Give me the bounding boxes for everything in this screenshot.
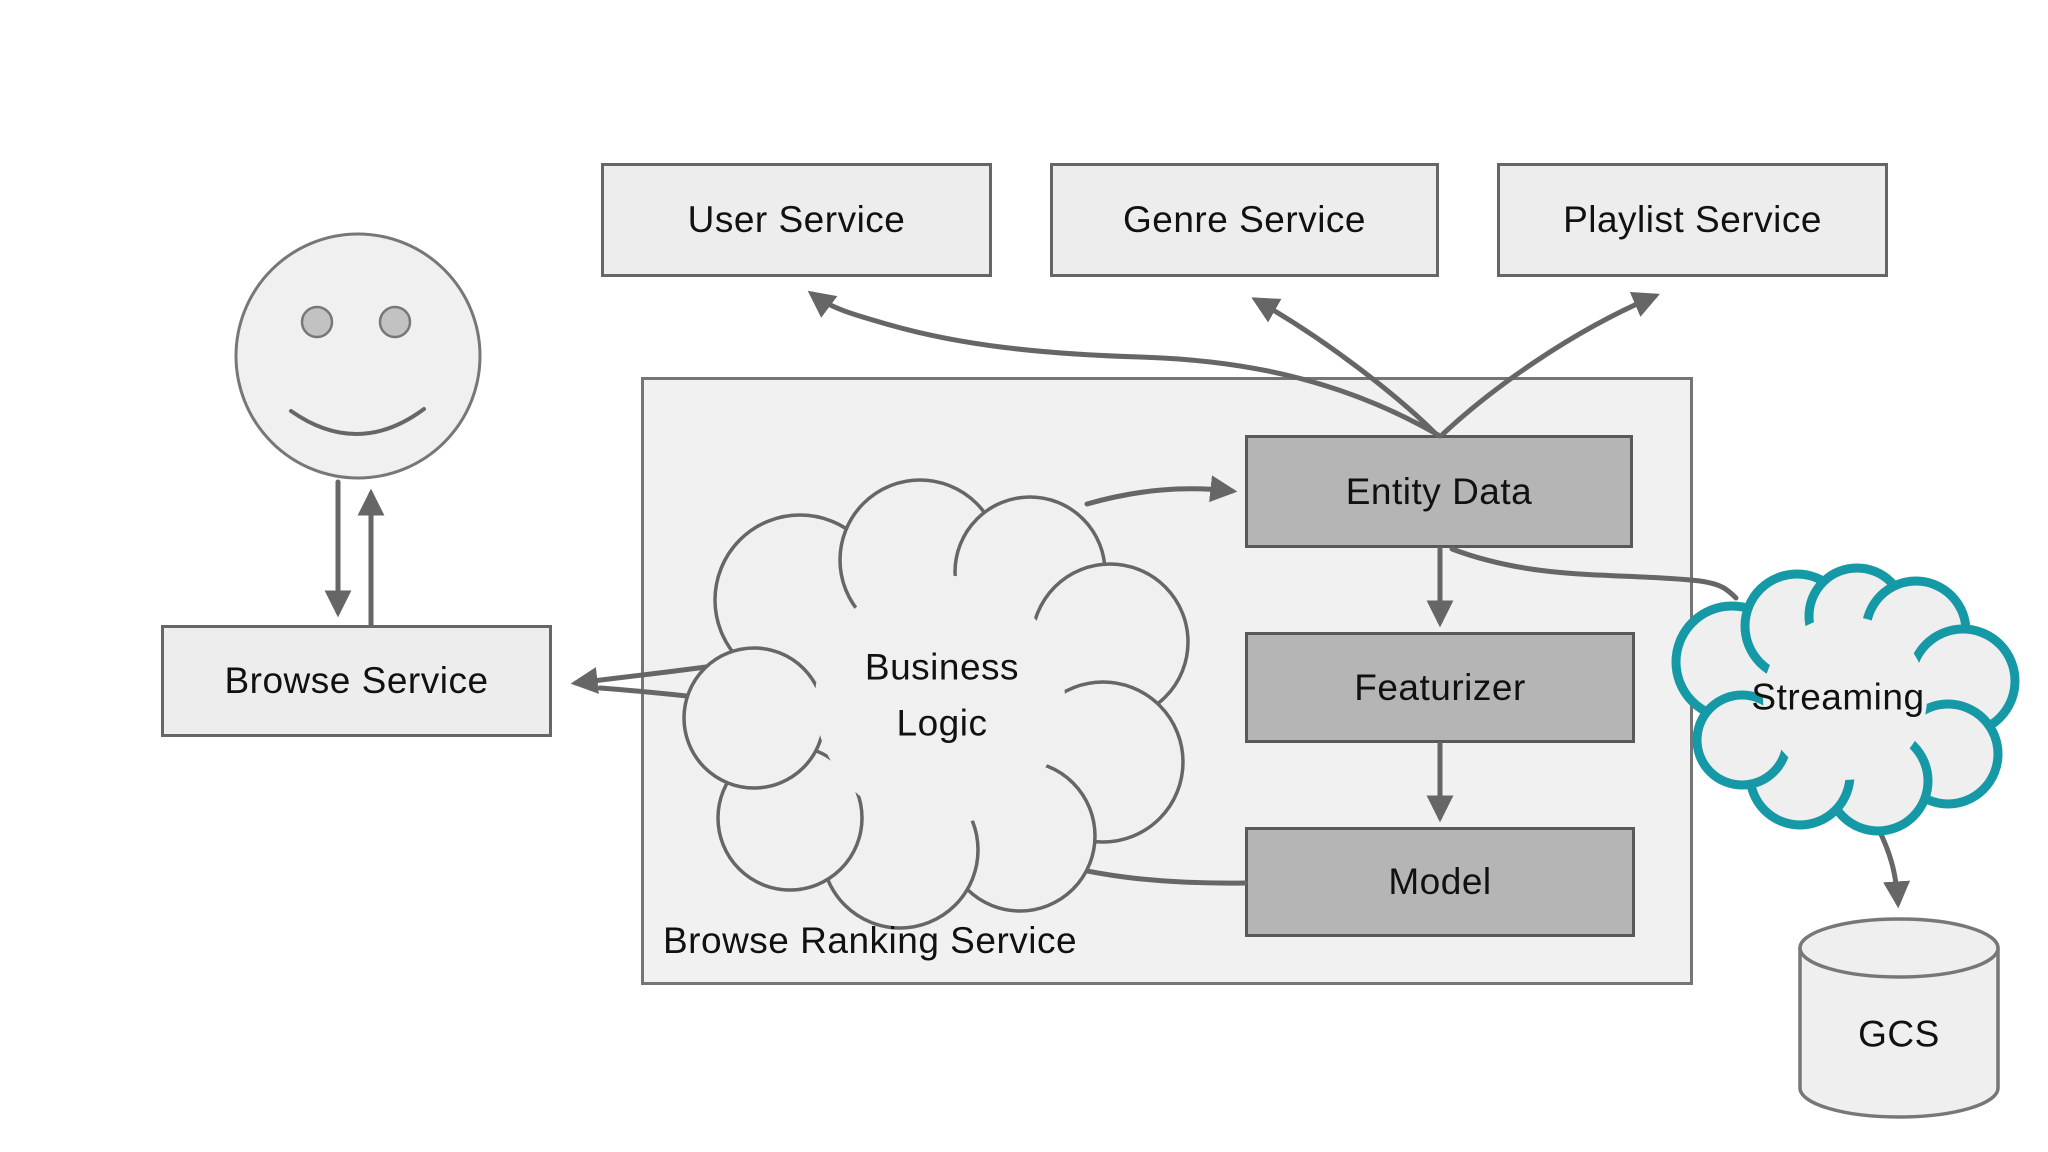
business-logic-label-line1: Business — [864, 646, 1020, 688]
playlist-service-label: Playlist Service — [1563, 199, 1822, 240]
user-service-label: User Service — [687, 199, 906, 240]
browse-service-label: Browse Service — [224, 660, 489, 701]
entity-data-node: Entity Data — [1245, 435, 1633, 548]
browse-ranking-service-label: Browse Ranking Service — [663, 920, 1078, 961]
model-node: Model — [1245, 827, 1635, 937]
business-logic-label-line2: Logic — [896, 702, 988, 743]
streaming-cloud-label: Streaming — [1751, 676, 1925, 718]
user-eye-right — [378, 305, 412, 339]
featurizer-label: Featurizer — [1354, 666, 1526, 708]
user-service-node: User Service — [601, 163, 992, 277]
browse-service-node: Browse Service — [161, 625, 552, 737]
genre-service-label: Genre Service — [1123, 199, 1366, 240]
genre-service-node: Genre Service — [1050, 163, 1439, 277]
featurizer-node: Featurizer — [1245, 632, 1635, 743]
gcs-label: GCS — [1858, 1013, 1940, 1055]
entity-data-label: Entity Data — [1345, 470, 1533, 512]
user-icon — [234, 232, 482, 480]
playlist-service-node: Playlist Service — [1497, 163, 1888, 277]
edge-streaming-to-gcs — [1875, 825, 1911, 909]
model-label: Model — [1388, 861, 1492, 902]
user-eye-left — [300, 305, 334, 339]
business-logic-cloud-label: Business Logic — [865, 640, 1019, 751]
user-smile — [289, 407, 426, 436]
